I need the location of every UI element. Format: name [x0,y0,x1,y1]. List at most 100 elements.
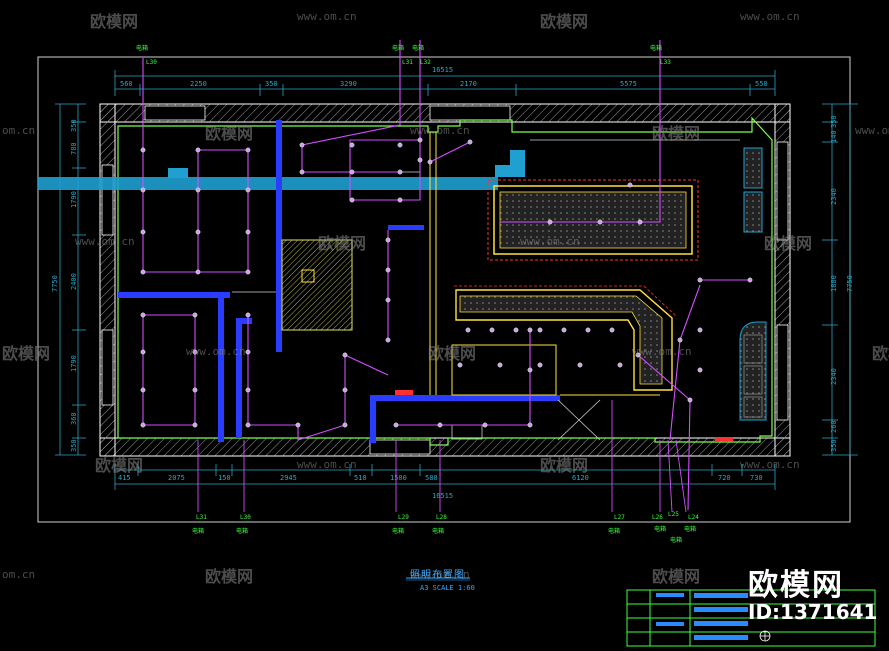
top-dim-4: 2170 [460,80,477,88]
bottom-dim-6: 580 [425,474,438,482]
light-fixture-icon [342,422,348,428]
watermark-url: om.cn [2,568,36,581]
left-dim-0: 350 [70,119,78,132]
right-dim-2: 2340 [830,188,838,205]
bottom-dim-4: 510 [354,474,367,482]
bottom-dim-0: 415 [118,474,131,482]
watermark-url: www.om.cn [632,345,692,358]
light-fixture-icon [140,187,146,193]
left-total-dim: 7750 [51,275,59,292]
left-dim-2: 1790 [70,191,78,208]
watermark-brand: 欧模网 [428,344,477,363]
display-table-outline [487,179,699,261]
watermark-brand: 欧模网 [318,234,367,253]
circuit-bottom-1-id: L30 [240,514,251,521]
plan-title: 照明布置图 [410,570,465,581]
light-fixture-icon [527,422,533,428]
watermark-url: www.om.cn [740,458,800,471]
light-fixture-icon [195,269,201,275]
light-fixture-icon [295,422,301,428]
bottom-dim-9: 730 [750,474,763,482]
right-dim-0: 350 [830,115,838,128]
misc-lines [429,132,660,396]
top-dimension-lines [114,70,776,96]
light-fixture-icon [417,137,423,143]
light-fixture-icon [245,312,251,318]
light-fixture-icon [697,327,703,333]
light-fixture-icon [342,387,348,393]
bottom-dim-8: 720 [718,474,731,482]
light-fixtures [140,137,753,428]
light-fixture-icon [299,142,305,148]
light-fixture-icon [513,327,519,333]
circuit-bottom-7-id: L24 [688,514,699,521]
light-fixture-icon [527,327,533,333]
top-dim-0: 560 [120,80,133,88]
circuit-bottom-7-note: 电箱 [684,525,696,533]
light-fixture-icon [577,362,583,368]
watermark-brand: 欧模网 [90,12,139,31]
left-dim-1: 780 [70,142,78,155]
light-fixture-icon [192,349,198,355]
light-fixture-icon [397,197,403,203]
light-fixture-icon [747,277,753,283]
top-dim-6: 550 [755,80,768,88]
light-fixture-icon [195,147,201,153]
light-fixture-icon [385,237,391,243]
watermark-brand: 欧模网 [95,456,144,475]
left-dim-3: 2400 [70,273,78,290]
right-dim-6: 350 [830,439,838,452]
light-fixture-icon [467,139,473,145]
circuit-bottom-0-note: 电箱 [192,527,204,535]
light-fixture-icon [299,169,305,175]
top-total-dim: 16515 [432,66,453,74]
light-fixture-icon [397,142,403,148]
outer-walls [99,103,791,457]
circuit-bottom-0-id: L31 [196,514,207,521]
watermark-brand: 欧模网 [205,124,254,143]
light-fixture-icon [489,327,495,333]
logo-id: ID:1371641 [748,600,878,624]
light-fixture-icon [245,422,251,428]
light-fixture-icon [677,337,683,343]
stair-block [281,239,353,331]
light-fixture-icon [349,169,355,175]
light-fixture-icon [140,422,146,428]
light-fixture-icon [457,362,463,368]
circuit-top-0-id: L30 [146,59,157,66]
dimension-labels: 560 2250 350 3290 2170 5575 550 16515 41… [118,66,768,500]
right-dim-5: 260 [830,420,838,433]
light-fixture-icon [245,147,251,153]
circuit-bottom-4-id: L27 [614,514,625,521]
top-dim-2: 350 [265,80,278,88]
top-dim-5: 5575 [620,80,637,88]
light-fixture-icon [437,422,443,428]
light-fixture-icon [617,362,623,368]
right-dim-4: 2340 [830,368,838,385]
light-fixture-icon [635,352,641,358]
watermark-url: www.om.cn [520,235,580,248]
circuit-bottom-6-note: 电箱 [670,536,682,544]
plan-scale: A3 SCALE 1:60 [420,584,475,592]
watermark-brand: 欧模网 [205,567,254,586]
light-fixture-icon [547,219,553,225]
watermark-brand: 欧模网 [652,124,701,143]
circuit-bottom-5-note: 电箱 [654,525,666,533]
watermark-url: www.om.cn [297,10,357,23]
light-fixture-icon [417,157,423,163]
l-counter [455,289,673,391]
light-fixture-icon [140,349,146,355]
circuit-bottom-3-id: L28 [436,514,447,521]
watermark-url: www.om.cn [410,568,470,581]
bottom-total-dim: 16515 [432,492,453,500]
bottom-dim-3: 2945 [280,474,297,482]
light-fixture-icon [687,397,693,403]
light-fixture-icon [537,362,543,368]
light-fixture-icon [349,142,355,148]
light-fixture-icon [195,187,201,193]
light-fixture-icon [527,367,533,373]
light-fixture-icon [140,269,146,275]
light-fixture-icon [385,297,391,303]
watermark-url: om.cn [2,124,36,137]
